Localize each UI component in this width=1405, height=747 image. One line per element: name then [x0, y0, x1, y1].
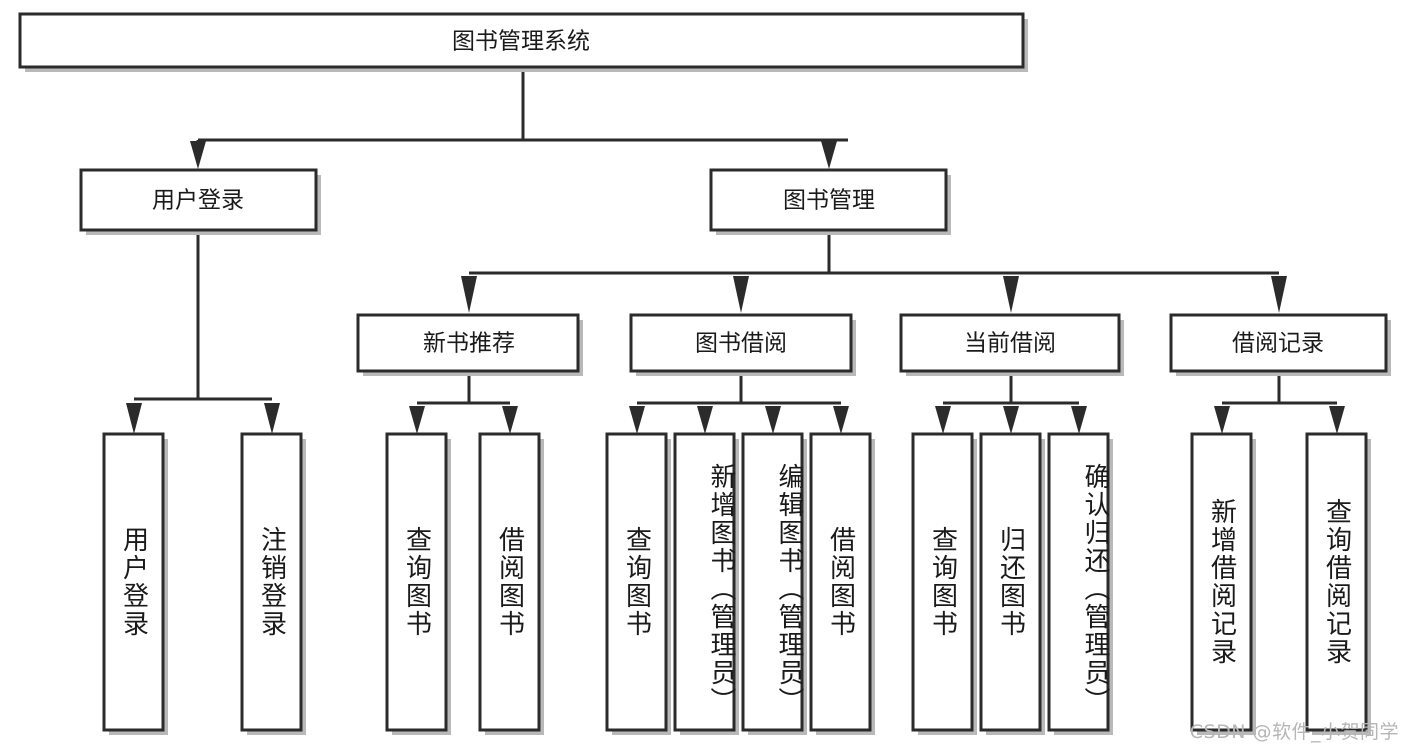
node-leaf-confirm-return-admin[interactable] [1047, 432, 1113, 735]
node-new-book-recommend-label: 新书推荐 [423, 331, 515, 357]
node-book-borrow[interactable]: 图书借阅 [629, 313, 856, 376]
arrow-head-icon [733, 276, 749, 313]
node-book-borrow-label: 图书借阅 [695, 331, 787, 357]
node-borrow-record[interactable]: 借阅记录 [1169, 313, 1391, 376]
arrow-head-icon [409, 406, 425, 434]
arrow-head-icon [1071, 406, 1087, 434]
node-current-borrow[interactable]: 当前借阅 [899, 313, 1124, 376]
node-leaf-add-book-admin[interactable] [673, 432, 739, 735]
connector-user-login-to-leaves [126, 232, 280, 434]
arrow-head-icon [1329, 406, 1345, 434]
arrow-head-icon [935, 406, 951, 434]
connector-root-to-level2 [190, 67, 848, 169]
connector-book-borrow-to-leaves [629, 375, 849, 434]
connector-new-book-recommend-to-leaves [409, 375, 518, 434]
arrow-head-icon [126, 403, 142, 434]
node-leaf-query-book-2[interactable] [605, 432, 671, 735]
node-book-management-label: 图书管理 [783, 188, 875, 214]
node-leaf-add-borrow-record[interactable] [1190, 432, 1256, 735]
node-root[interactable]: 图书管理系统 [18, 12, 1028, 72]
node-root-label: 图书管理系统 [452, 29, 590, 55]
node-user-login-label: 用户登录 [152, 188, 244, 214]
node-leaf-query-book-3[interactable] [911, 432, 977, 735]
arrow-head-icon [264, 403, 280, 434]
node-leaf-query-book-1[interactable] [385, 432, 451, 735]
node-leaf-borrow-book-1[interactable] [478, 432, 544, 735]
node-leaf-user-login[interactable] [102, 432, 168, 735]
node-leaf-return-book[interactable] [979, 432, 1045, 735]
leaf-boxes-layer [102, 432, 1371, 735]
node-new-book-recommend[interactable]: 新书推荐 [356, 313, 583, 376]
node-book-management[interactable]: 图书管理 [709, 168, 951, 235]
node-leaf-edit-book-admin[interactable] [741, 432, 807, 735]
arrow-head-icon [1003, 276, 1019, 313]
arrow-head-icon [765, 406, 781, 434]
node-leaf-logout-login[interactable] [240, 432, 306, 735]
watermark-text: CSDN @软件_小贺同学 [1189, 721, 1399, 743]
node-leaf-borrow-book-2[interactable] [809, 432, 875, 735]
connector-book-management-to-level3 [461, 232, 1287, 313]
arrow-head-icon [1003, 406, 1019, 434]
connector-layer [126, 67, 1345, 434]
arrow-head-icon [697, 406, 713, 434]
node-borrow-record-label: 借阅记录 [1232, 331, 1324, 357]
node-current-borrow-label: 当前借阅 [964, 331, 1056, 357]
connector-borrow-record-to-leaves [1214, 375, 1345, 434]
arrow-head-icon [1271, 276, 1287, 313]
arrow-head-icon [1214, 406, 1230, 434]
arrow-head-icon [833, 406, 849, 434]
connector-current-borrow-to-leaves [935, 375, 1087, 434]
arrow-head-icon [502, 406, 518, 434]
arrow-head-icon [190, 141, 206, 169]
arrow-head-icon [461, 276, 477, 313]
arrow-head-icon [821, 141, 837, 169]
node-user-login[interactable]: 用户登录 [79, 168, 321, 235]
arrow-head-icon [629, 406, 645, 434]
node-leaf-query-borrow-record[interactable] [1305, 432, 1371, 735]
